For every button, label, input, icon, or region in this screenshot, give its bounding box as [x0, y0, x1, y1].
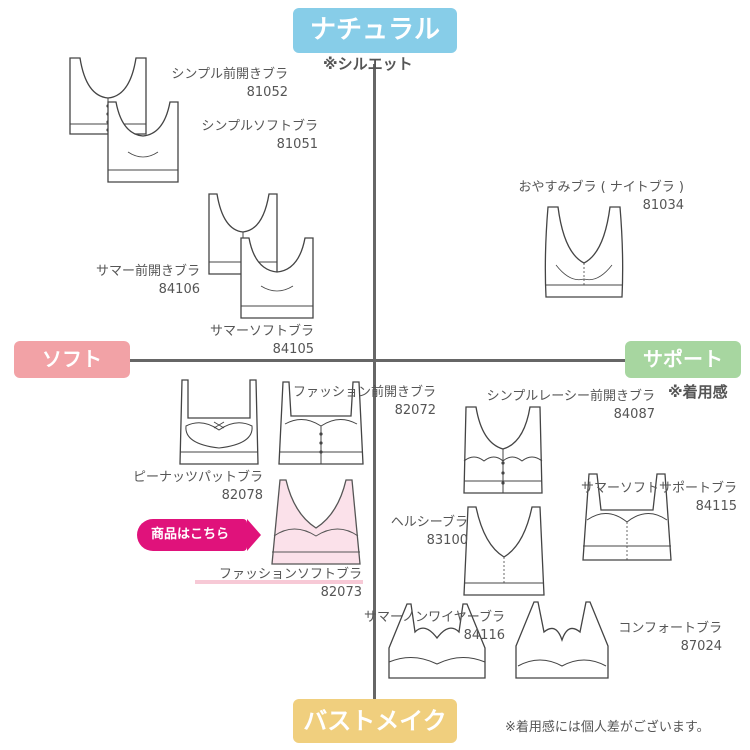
- product-name: ピーナッツパットブラ: [132, 470, 263, 485]
- soft-bra-icon[interactable]: [104, 100, 182, 186]
- healthy-bra-icon[interactable]: [458, 505, 550, 599]
- product-code: 84116: [463, 628, 505, 643]
- product-code: 82072: [394, 403, 436, 418]
- vertical-axis: [373, 64, 376, 704]
- product-label-81034: おやすみブラ ( ナイトブラ ) 81034: [496, 179, 684, 215]
- product-label-82072: ファッション前開きブラ 82072: [270, 384, 436, 420]
- axis-note-silhouette: ※シルエット: [323, 55, 413, 73]
- product-code: 87024: [680, 639, 722, 654]
- lacy-front-open-bra-icon[interactable]: [458, 405, 548, 497]
- product-code: 83100: [426, 533, 468, 548]
- product-name: ヘルシーブラ: [390, 515, 468, 530]
- horizontal-axis: [128, 359, 630, 362]
- axis-label-bust-make: バストメイク: [293, 699, 457, 743]
- product-code: 82073: [320, 585, 362, 600]
- soft-bra-icon[interactable]: [237, 236, 317, 322]
- product-label-84087: シンプルレーシー前開きブラ 84087: [455, 388, 655, 424]
- footnote: ※着用感には個人差がございます。: [505, 720, 710, 735]
- product-label-82073: ファッションソフトブラ 82073: [192, 566, 362, 602]
- product-label-81052: シンプル前開きブラ 81052: [152, 66, 288, 102]
- product-code: 84087: [613, 407, 655, 422]
- product-code: 84115: [695, 499, 737, 514]
- front-open-bra-icon[interactable]: [273, 380, 369, 468]
- axis-label-natural: ナチュラル: [293, 8, 457, 53]
- product-code: 84106: [158, 282, 200, 297]
- product-name: サマーソフトサポートブラ: [580, 481, 737, 496]
- product-name: ファッションソフトブラ: [218, 567, 362, 582]
- non-wire-bra-icon[interactable]: [385, 602, 489, 682]
- product-code: 84105: [272, 342, 314, 357]
- comfort-bra-icon[interactable]: [512, 600, 612, 682]
- product-code: 81034: [642, 198, 684, 213]
- product-here-badge[interactable]: 商品はこちら: [137, 519, 261, 551]
- axis-label-soft: ソフト: [14, 341, 130, 378]
- product-label-81051: シンプルソフトブラ 81051: [180, 118, 318, 154]
- padded-bra-icon[interactable]: [172, 378, 266, 468]
- product-name: サマーノンワイヤーブラ: [363, 610, 505, 625]
- axis-label-support: サポート: [625, 341, 741, 378]
- product-name: サマー前開きブラ: [95, 264, 200, 279]
- product-label-84116: サマーノンワイヤーブラ 84116: [335, 609, 505, 645]
- product-code: 81051: [276, 137, 318, 152]
- soft-bra-icon[interactable]: [266, 478, 366, 568]
- highlight-underline: [195, 580, 363, 584]
- product-label-87024: コンフォートブラ 87024: [596, 620, 722, 656]
- product-name: ファッション前開きブラ: [292, 385, 436, 400]
- axis-note-fit: ※着用感: [668, 383, 728, 401]
- product-code: 81052: [246, 85, 288, 100]
- product-name: おやすみブラ ( ナイトブラ ): [518, 180, 684, 195]
- product-label-84106: サマー前開きブラ 84106: [70, 263, 200, 299]
- product-name: コンフォートブラ: [618, 621, 722, 636]
- product-name: サマーソフトブラ: [209, 324, 314, 339]
- product-label-84115: サマーソフトサポートブラ 84115: [555, 480, 737, 516]
- product-name: シンプルレーシー前開きブラ: [486, 389, 655, 404]
- product-name: シンプルソフトブラ: [201, 119, 318, 134]
- night-bra-icon[interactable]: [540, 205, 628, 301]
- support-bra-icon[interactable]: [579, 470, 675, 564]
- product-label-82078: ピーナッツパットブラ 82078: [108, 469, 263, 505]
- product-label-84105: サマーソフトブラ 84105: [190, 323, 314, 359]
- product-label-83100: ヘルシーブラ 83100: [372, 514, 468, 550]
- product-name: シンプル前開きブラ: [171, 67, 288, 82]
- product-code: 82078: [221, 488, 263, 503]
